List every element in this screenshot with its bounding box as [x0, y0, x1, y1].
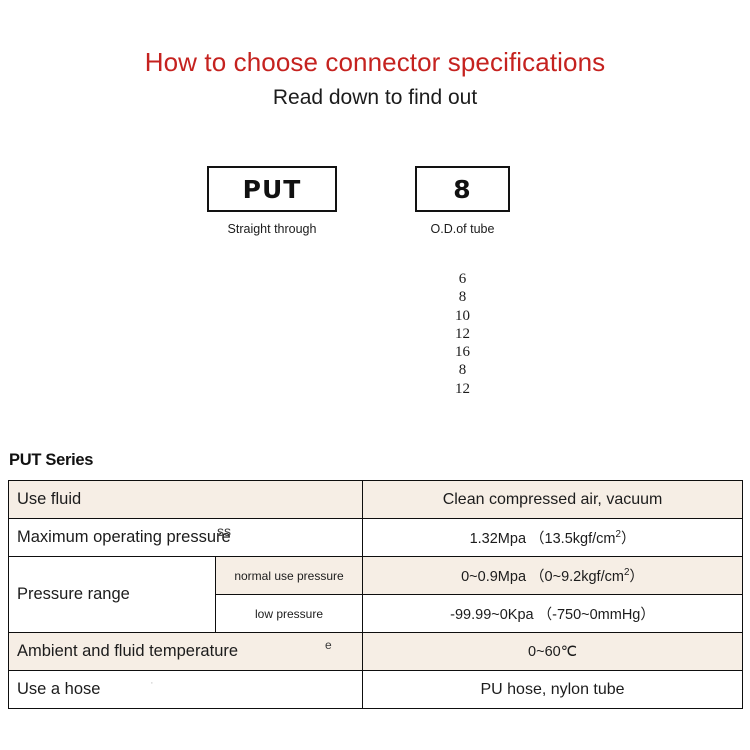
- value-prefix: 0~0.9Mpa （0~9.2kgf/cm: [461, 569, 624, 585]
- row-value-max-operating-pressure: 1.32Mpa （13.5kgf/cm2）: [362, 518, 744, 557]
- specification-table: Use fluid Clean compressed air, vacuum M…: [7, 480, 744, 709]
- row-label-text: Maximum operating pressure: [17, 528, 231, 546]
- page-title: How to choose connector specifications: [144, 47, 606, 77]
- code-box-od-caption: O.D.of tube: [430, 222, 495, 236]
- row-value-use-fluid: Clean compressed air, vacuum: [362, 480, 744, 519]
- od-option[interactable]: 10: [455, 307, 470, 324]
- row-sublabel-low-pressure: low pressure: [214, 594, 364, 633]
- value-superscript: 2: [615, 529, 621, 541]
- od-option[interactable]: 16: [455, 344, 470, 361]
- table-row: Ambient and fluid temperature e 0~60℃: [7, 632, 744, 671]
- text-artifact: e: [325, 638, 332, 652]
- row-value-low-pressure: -99.99~0Kpa （-750~0mmHg）: [362, 594, 744, 633]
- code-box-od[interactable]: 8: [415, 166, 510, 212]
- row-label-text: Use a hose: [17, 680, 101, 698]
- row-label-pressure-range: Pressure range: [8, 556, 216, 633]
- table-row: Use a hose · PU hose, nylon tube: [7, 670, 744, 709]
- page-header: How to choose connector specifications R…: [0, 46, 750, 112]
- od-option[interactable]: 12: [455, 380, 470, 397]
- value-prefix: 1.32Mpa （13.5kgf/cm: [469, 531, 616, 547]
- row-sublabel-normal-use-pressure: normal use pressure: [214, 556, 364, 595]
- table-row: Use fluid Clean compressed air, vacuum: [7, 480, 744, 519]
- od-option[interactable]: 12: [455, 325, 470, 342]
- od-options-list: 6 8 10 12 16 8 12: [415, 270, 510, 398]
- row-label-ambient-fluid-temperature: Ambient and fluid temperature e: [7, 632, 364, 671]
- row-label-use-fluid: Use fluid: [7, 480, 364, 519]
- row-value-normal-use-pressure: 0~0.9Mpa （0~9.2kgf/cm2）: [362, 556, 744, 595]
- row-label-use-a-hose: Use a hose ·: [7, 670, 364, 709]
- series-heading: PUT Series: [9, 451, 94, 469]
- code-box-od-value: 8: [453, 174, 472, 204]
- od-option[interactable]: 6: [458, 271, 467, 287]
- value-suffix: ）: [620, 531, 636, 547]
- od-option[interactable]: 8: [458, 362, 467, 379]
- value-suffix: ）: [629, 569, 644, 585]
- code-box-series[interactable]: PUT: [207, 166, 337, 212]
- row-value-ambient-fluid-temperature: 0~60℃: [362, 632, 744, 671]
- row-label-text: Ambient and fluid temperature: [17, 642, 239, 660]
- table-row: Maximum operating pressure ss 1.32Mpa （1…: [7, 518, 744, 557]
- text-artifact: ·: [150, 677, 154, 689]
- row-label-max-operating-pressure: Maximum operating pressure ss: [7, 518, 364, 557]
- text-artifact: ss: [217, 523, 231, 539]
- value-superscript: 2: [623, 567, 630, 579]
- code-box-series-caption: Straight through: [227, 222, 317, 236]
- row-value-use-a-hose: PU hose, nylon tube: [362, 670, 744, 709]
- table-row: Pressure range normal use pressure 0~0.9…: [8, 556, 744, 633]
- page-subtitle: Read down to find out: [272, 86, 478, 109]
- od-option[interactable]: 8: [458, 289, 467, 306]
- code-box-series-value: PUT: [242, 174, 302, 204]
